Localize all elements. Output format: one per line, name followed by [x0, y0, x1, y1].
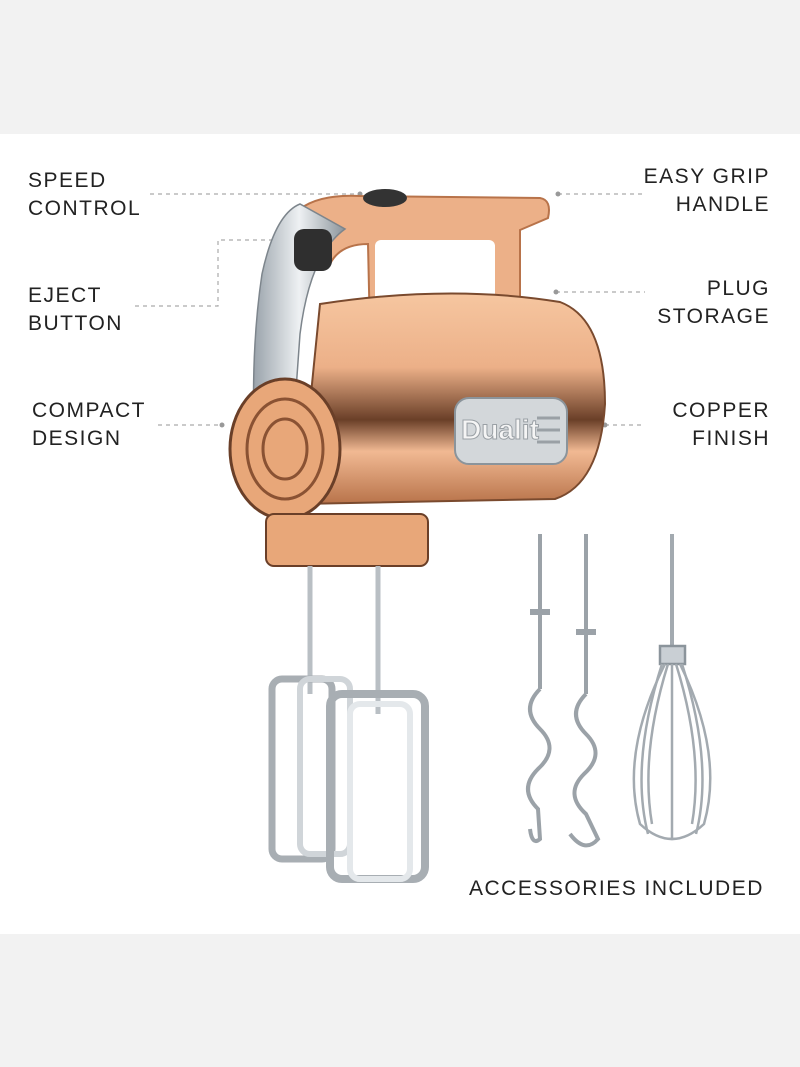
- label-easy-grip-handle: EASY GRIP HANDLE: [644, 163, 770, 219]
- label-plug-storage-line1: PLUG: [706, 277, 770, 300]
- label-speed-control: SPEED CONTROL: [28, 167, 141, 223]
- leader-lines: [135, 193, 645, 426]
- mixer-body: Dualit: [228, 189, 607, 567]
- label-accessories-included: ACCESSORIES INCLUDED: [469, 875, 764, 903]
- label-speed-control-line1: SPEED: [28, 169, 107, 192]
- label-easy-grip-handle-line2: HANDLE: [675, 193, 770, 216]
- label-compact-design-line1: COMPACT: [32, 399, 146, 422]
- whisk: [632, 534, 712, 841]
- label-accessories-text: ACCESSORIES INCLUDED: [469, 877, 764, 900]
- label-speed-control-line2: CONTROL: [28, 197, 142, 220]
- dough-hooks: [526, 534, 601, 848]
- label-copper-finish-line2: FINISH: [692, 427, 770, 450]
- beaters: [268, 566, 429, 883]
- label-eject-button-line1: EJECT: [28, 284, 103, 307]
- label-easy-grip-handle-line1: EASY GRIP: [643, 165, 770, 188]
- label-copper-finish-line1: COPPER: [672, 399, 770, 422]
- brand-logo: Dualit: [461, 414, 539, 445]
- label-compact-design: COMPACT DESIGN: [32, 397, 146, 453]
- hand-mixer-illustration: Dualit: [135, 189, 712, 883]
- label-plug-storage-line2: STORAGE: [657, 305, 770, 328]
- label-compact-design-line2: DESIGN: [32, 427, 122, 450]
- label-plug-storage: PLUG STORAGE: [657, 275, 770, 331]
- label-copper-finish: COPPER FINISH: [672, 397, 770, 453]
- label-eject-button-line2: BUTTON: [28, 312, 123, 335]
- label-eject-button: EJECT BUTTON: [28, 282, 123, 338]
